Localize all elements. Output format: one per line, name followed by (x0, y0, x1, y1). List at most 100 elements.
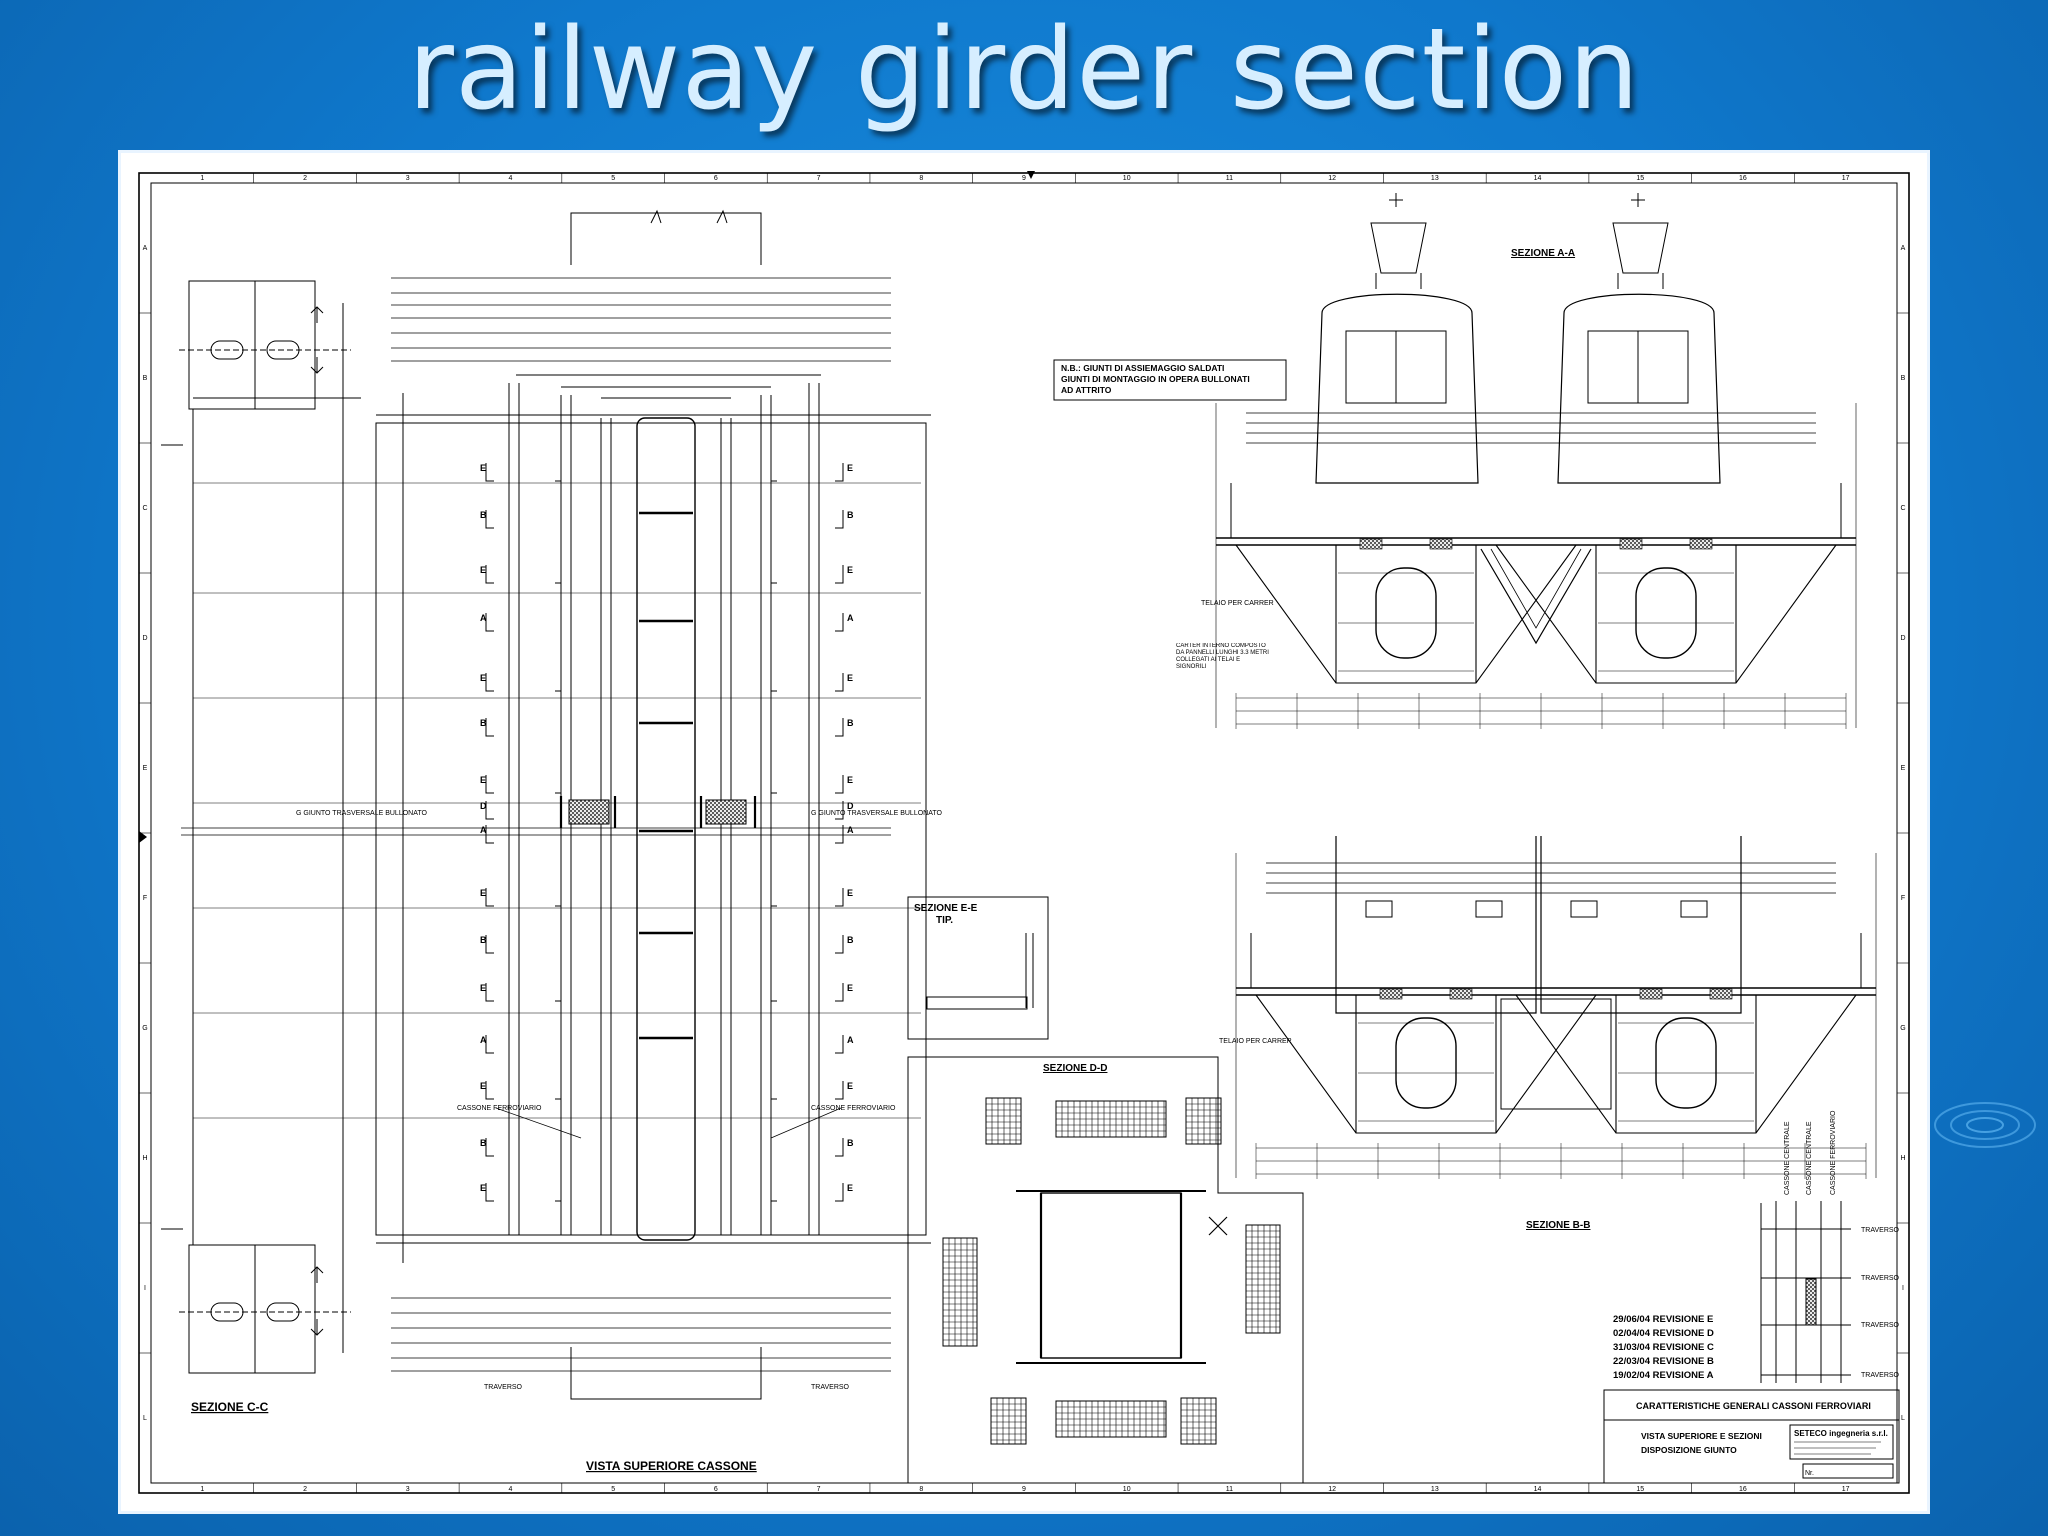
cut-marker-inner (770, 983, 777, 1002)
grid-column-number: 15 (1636, 1486, 1644, 1493)
aa-callout-carter: CARTER INTERNO COMPOSTO DA PANNELLI LUNG… (1176, 643, 1269, 670)
cut-marker-left (485, 1081, 494, 1100)
cut-marker-inner (555, 888, 562, 907)
grid-reference-marks: 1122334455667788991010111112121313141415… (139, 173, 1909, 1493)
title-block (1603, 1389, 1900, 1484)
cut-marker-left-letter: E (480, 463, 486, 473)
parapet (1221, 483, 1232, 539)
cut-marker-right-letter: E (847, 1183, 853, 1193)
bracing (1490, 548, 1582, 629)
cut-marker-right-letter: A (847, 825, 854, 835)
grid-column-number: 4 (509, 175, 513, 182)
grid-row-letter: I (144, 1285, 146, 1292)
cut-marker-left-letter: A (480, 825, 487, 835)
box-opening (1395, 1017, 1457, 1109)
cut-marker-inner (770, 1081, 777, 1100)
parapet (1840, 483, 1851, 539)
note-line-2: GIUNTI DI MONTAGGIO IN OPERA BULLONATI (1061, 374, 1250, 384)
cut-marker-left-letter: B (480, 718, 487, 728)
outer-border (138, 172, 1910, 1494)
bolt-plate-small (1185, 1097, 1222, 1145)
grid-row-letter: I (1902, 1285, 1904, 1292)
grid-column-number: 12 (1328, 1486, 1336, 1493)
plan-view (342, 209, 931, 1400)
revision-a: 19/02/04 REVISIONE A (1613, 1370, 1714, 1381)
train-left-body (1335, 836, 1537, 1014)
grid-column-number: 8 (919, 1486, 923, 1493)
title-block-title: CARATTERISTICHE GENERALI CASSONI FERROVI… (1636, 1401, 1871, 1411)
grid-column-number: 11 (1226, 1486, 1233, 1493)
cut-marker-right-letter: E (847, 463, 853, 473)
pantograph-leg (1617, 273, 1664, 289)
grid-column-number: 6 (714, 175, 718, 182)
slide-title: railway girder section (407, 5, 1641, 135)
train-left (1315, 293, 1479, 484)
section-cc-label: SEZIONE C-C (191, 1400, 269, 1414)
cut-marker-inner (770, 1183, 777, 1202)
grid-row-letter: F (143, 895, 147, 902)
rail-block (1639, 988, 1663, 1000)
cut-marker-inner (555, 463, 562, 482)
cut-marker-left (485, 510, 494, 529)
key-label-1: TRAVERSO (1861, 1227, 1900, 1234)
section-outline (1235, 544, 1577, 684)
grid-row-letter: B (1901, 375, 1906, 382)
cut-marker-left (485, 718, 494, 737)
bolt-plate-small (1180, 1397, 1217, 1445)
title-block-company: SETECO ingegneria s.r.l. (1794, 1429, 1888, 1438)
grid-column-number: 7 (817, 175, 821, 182)
section-ee-sub: TIP. (936, 915, 953, 926)
rail-block (1449, 988, 1473, 1000)
pantograph (1370, 222, 1427, 274)
cut-marker-right (835, 1138, 844, 1157)
grid-row-letter: B (143, 375, 148, 382)
rail-block (1619, 538, 1643, 550)
callout-cassone-left: CASSONE FERROVIARIO (457, 1105, 542, 1112)
cut-marker-left-letter: B (480, 1138, 487, 1148)
cut-marker-right (835, 983, 844, 1002)
cut-marker-right (835, 510, 844, 529)
key-diagram (1760, 1201, 1851, 1383)
section-outline (1355, 995, 1497, 1133)
cut-marker-left (485, 1138, 494, 1157)
cut-marker-right (835, 935, 844, 954)
title-block-subtitle-1: VISTA SUPERIORE E SEZIONI (1641, 1431, 1762, 1441)
box-opening (1655, 1017, 1717, 1109)
grid-column-number: 10 (1123, 175, 1131, 182)
drawing-canvas: 1122334455667788991010111112121313141415… (138, 171, 1910, 1494)
cut-marker-right-letter: B (847, 510, 854, 520)
grid-column-number: 9 (1022, 175, 1026, 182)
cut-marker-right-letter: E (847, 1081, 853, 1091)
key-header-3: CASSONE FERROVIARIO (1830, 1110, 1837, 1195)
grid-column-number: 9 (1022, 1486, 1026, 1493)
section-outline (1595, 545, 1737, 683)
cut-marker-left (485, 983, 494, 1002)
cut-marker-left-letter: E (480, 1081, 486, 1091)
cut-marker-right-letter: D (847, 801, 854, 811)
train-window (1365, 900, 1393, 918)
pantograph-cross (1389, 193, 1403, 207)
key-label-2: TRAVERSO (1861, 1275, 1900, 1282)
cut-marker-right (835, 673, 844, 692)
section-outline (1335, 545, 1477, 683)
section-outline (1615, 995, 1757, 1133)
rail-block (1379, 988, 1403, 1000)
cut-marker-right-letter: E (847, 565, 853, 575)
bolt-plate-small (990, 1397, 1027, 1445)
grid-column-number: 13 (1431, 175, 1439, 182)
cut-marker-inner (555, 673, 562, 692)
note-line-1: N.B.: GIUNTI DI ASSIEMAGGIO SALDATI (1061, 363, 1224, 373)
cut-marker-left (485, 775, 494, 794)
train-right-body (1540, 836, 1742, 1014)
pantograph (1612, 222, 1669, 274)
cut-marker-right (835, 1081, 844, 1100)
cut-marker-left (485, 888, 494, 907)
grid-row-letter: L (143, 1415, 147, 1422)
grid-column-number: 5 (611, 175, 615, 182)
cut-marker-left (485, 673, 494, 692)
grid-column-number: 17 (1842, 175, 1850, 182)
cut-marker-right (835, 888, 844, 907)
cut-marker-right (835, 463, 844, 482)
grid-row-letter: G (1900, 1025, 1905, 1032)
rail-block (1359, 538, 1383, 550)
